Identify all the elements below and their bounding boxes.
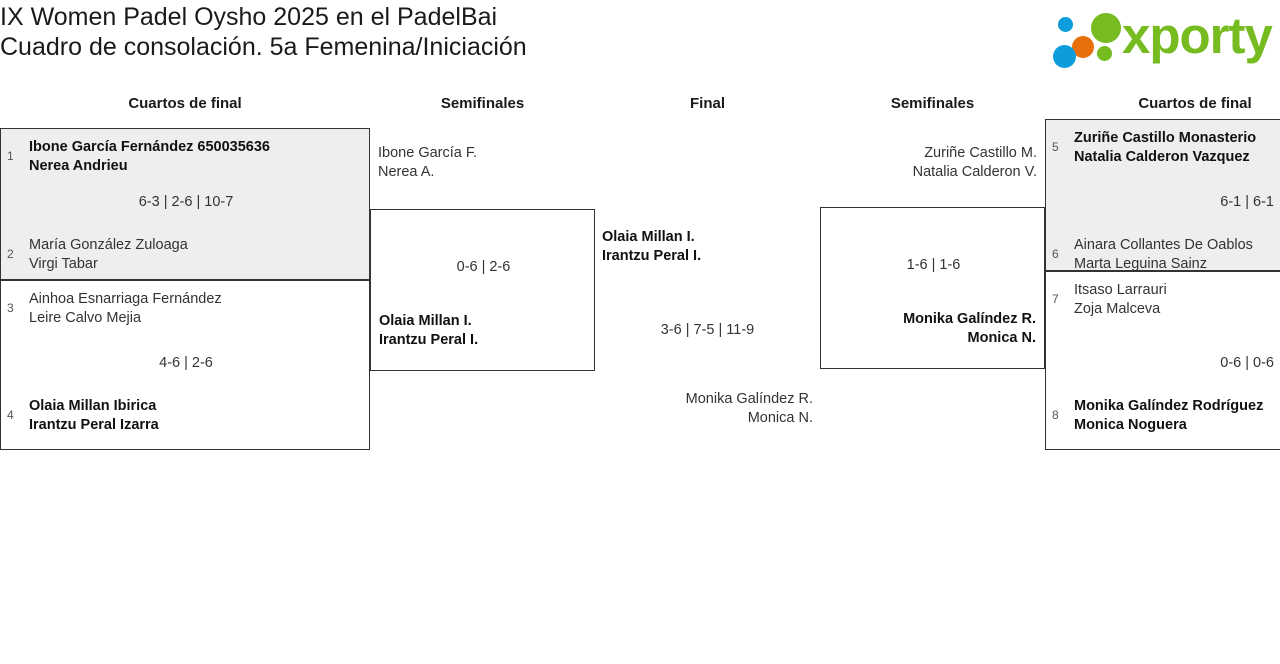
player-name: Monica N. [747, 410, 813, 426]
logo-dots-icon [1050, 12, 1130, 68]
player-name: Olaia Millan I. [602, 229, 695, 245]
match-score-qf-left-2: 4-6 | 2-6 [159, 355, 213, 371]
player-name: Monika Galíndez Rodríguez [1074, 398, 1264, 414]
team-seed-6[interactable]: 6 Ainara Collantes De Oablos Marta Legui… [1046, 236, 1280, 274]
logo-wordmark: xporty [1122, 7, 1273, 64]
player-name: Monica N. [967, 330, 1036, 346]
draw-name: Cuadro de consolación. 5a Femenina/Inici… [0, 33, 527, 61]
player-name: Zoja Malceva [1074, 301, 1161, 317]
player-name: Ainhoa Esnarriaga Fernández [29, 291, 222, 307]
player-name: Irantzu Peral I. [379, 332, 479, 348]
seed-number: 4 [7, 408, 14, 422]
page-title: IX Women Padel Oysho 2025 en el PadelBai… [0, 2, 900, 62]
player-name: Monika Galíndez R. [685, 391, 813, 407]
logo-dot-green-large-icon [1091, 13, 1121, 43]
team-names: Itsaso Larrauri Zoja Malceva [1074, 281, 1280, 319]
team-names-final-top[interactable]: Olaia Millan I. Irantzu Peral I. [600, 228, 820, 266]
team-names: María González Zuloaga Virgi Tabar [29, 236, 363, 274]
player-name: Zuriñe Castillo Monasterio [1074, 130, 1257, 146]
team-names: Zuriñe Castillo M. Natalia Calderon V. [826, 144, 1037, 182]
logo-dot-blue-small-icon [1058, 17, 1073, 32]
team-sf-right-top[interactable]: Zuriñe Castillo M. Natalia Calderon V. [820, 144, 1045, 202]
team-seed-3[interactable]: 3 Ainhoa Esnarriaga Fernández Leire Calv… [1, 290, 369, 328]
team-names: Ibone García F. Nerea A. [378, 144, 589, 182]
team-names: Ainhoa Esnarriaga Fernández Leire Calvo … [29, 290, 363, 328]
team-names: Olaia Millan I. Irantzu Peral I. [379, 312, 588, 350]
team-final-bottom[interactable]: Monika Galíndez R. Monica N. [595, 390, 815, 440]
column-header-semifinals-right: Semifinales [890, 95, 975, 112]
match-box-qf-left-2[interactable]: 3 Ainhoa Esnarriaga Fernández Leire Calv… [0, 280, 370, 450]
seed-number: 7 [1052, 292, 1059, 306]
player-name: Irantzu Peral I. [602, 248, 702, 264]
team-names: Ibone García Fernández 650035636 Nerea A… [29, 138, 363, 176]
team-sf-left-bottom[interactable]: Olaia Millan I. Irantzu Peral I. [371, 312, 594, 350]
match-box-sf-right[interactable]: 1-6 | 1-6 Monika Galíndez R. Monica N. [820, 207, 1045, 369]
player-name: Nerea Andrieu [29, 158, 128, 174]
player-name: Olaia Millan I. [379, 313, 472, 329]
player-name: Natalia Calderon Vazquez [1074, 149, 1250, 165]
match-box-qf-right-1[interactable]: 5 Zuriñe Castillo Monasterio Natalia Cal… [1045, 119, 1280, 274]
team-sf-left-top[interactable]: Ibone García F. Nerea A. [370, 144, 595, 202]
team-names: Zuriñe Castillo Monasterio Natalia Calde… [1074, 129, 1280, 167]
player-name: Ainara Collantes De Oablos [1074, 237, 1253, 253]
match-score-sf-left: 0-6 | 2-6 [456, 259, 511, 275]
seed-number: 1 [7, 149, 14, 163]
team-names: Ainara Collantes De Oablos Marta Leguina… [1074, 236, 1280, 274]
player-name: Zuriñe Castillo M. [924, 145, 1037, 161]
team-final-top[interactable]: Olaia Millan I. Irantzu Peral I. [600, 228, 820, 278]
match-score-sf-right: 1-6 | 1-6 [906, 257, 961, 273]
player-name: María González Zuloaga [29, 237, 188, 253]
match-score-qf-right-2: 0-6 | 0-6 [1220, 355, 1274, 371]
team-seed-4[interactable]: 4 Olaia Millan Ibirica Irantzu Peral Iza… [1, 397, 369, 435]
column-header-semifinals-left: Semifinales [440, 95, 525, 112]
player-name: Irantzu Peral Izarra [29, 417, 159, 433]
player-name: Itsaso Larrauri [1074, 282, 1167, 298]
player-name: Leire Calvo Mejia [29, 310, 142, 326]
player-name: Marta Leguina Sainz [1074, 256, 1207, 272]
team-names: Monika Galíndez R. Monica N. [601, 390, 813, 428]
player-name: Olaia Millan Ibirica [29, 398, 157, 414]
player-name: Ibone García Fernández 650035636 [29, 139, 270, 155]
player-name: Monica Noguera [1074, 417, 1187, 433]
xporty-logo[interactable]: xporty [1044, 6, 1276, 68]
team-seed-8[interactable]: 8 Monika Galíndez Rodríguez Monica Nogue… [1046, 397, 1280, 435]
logo-dot-green-small-icon [1097, 46, 1112, 61]
column-header-quarterfinals-left: Cuartos de final [128, 95, 242, 112]
team-names-final-bottom[interactable]: Monika Galíndez R. Monica N. [595, 390, 815, 428]
team-names: Olaia Millan I. Irantzu Peral I. [602, 228, 814, 266]
bracket: Cuartos de final Semifinales Final Semif… [0, 92, 1280, 664]
team-sf-right-bottom[interactable]: Monika Galíndez R. Monica N. [821, 310, 1044, 348]
team-seed-7[interactable]: 7 Itsaso Larrauri Zoja Malceva [1046, 281, 1280, 319]
player-name: Ibone García F. [378, 145, 478, 161]
team-names-sf-right-top[interactable]: Zuriñe Castillo M. Natalia Calderon V. [820, 144, 1045, 182]
page-header: IX Women Padel Oysho 2025 en el PadelBai… [0, 0, 1280, 92]
tournament-name: IX Women Padel Oysho 2025 en el PadelBai [0, 3, 498, 31]
team-seed-1[interactable]: 1 Ibone García Fernández 650035636 Nerea… [1, 138, 369, 176]
match-score-final: 3-6 | 7-5 | 11-9 [660, 322, 755, 338]
seed-number: 6 [1052, 247, 1059, 261]
team-seed-5[interactable]: 5 Zuriñe Castillo Monasterio Natalia Cal… [1046, 129, 1280, 167]
team-seed-2[interactable]: 2 María González Zuloaga Virgi Tabar [1, 236, 369, 274]
seed-number: 2 [7, 247, 14, 261]
team-names: Monika Galíndez Rodríguez Monica Noguera [1074, 397, 1280, 435]
match-box-qf-right-2[interactable]: 7 Itsaso Larrauri Zoja Malceva 0-6 | 0-6… [1045, 271, 1280, 450]
column-header-final: Final [689, 95, 725, 112]
team-names: Monika Galíndez R. Monica N. [827, 310, 1036, 348]
player-name: Virgi Tabar [29, 256, 98, 272]
player-name: Nerea A. [378, 164, 435, 180]
match-score-qf-right-1: 6-1 | 6-1 [1220, 194, 1274, 210]
player-name: Natalia Calderon V. [912, 164, 1037, 180]
column-header-quarterfinals-right: Cuartos de final [1138, 95, 1252, 112]
logo-dot-orange-icon [1072, 36, 1094, 58]
match-score-qf-left-1: 6-3 | 2-6 | 10-7 [138, 194, 234, 210]
seed-number: 3 [7, 301, 14, 315]
team-names: Olaia Millan Ibirica Irantzu Peral Izarr… [29, 397, 363, 435]
player-name: Monika Galíndez R. [903, 311, 1036, 327]
seed-number: 8 [1052, 408, 1059, 422]
match-box-qf-left-1[interactable]: 1 Ibone García Fernández 650035636 Nerea… [0, 128, 370, 280]
match-box-sf-left[interactable]: 0-6 | 2-6 Olaia Millan I. Irantzu Peral … [370, 209, 595, 371]
seed-number: 5 [1052, 140, 1059, 154]
team-names-sf-left-top[interactable]: Ibone García F. Nerea A. [370, 144, 595, 182]
logo-dot-blue-large-icon [1053, 45, 1076, 68]
